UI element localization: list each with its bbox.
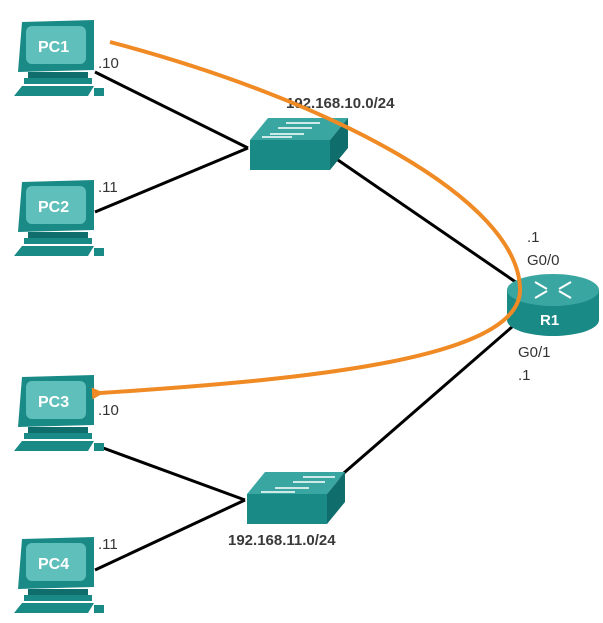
pc-name: PC2 (38, 199, 69, 216)
router-name: R1 (540, 312, 559, 329)
link-switch2-r1 (329, 318, 521, 487)
pc-ip-label: .10 (98, 55, 119, 72)
pc-2[interactable]: PC2 (14, 180, 104, 256)
traffic-path-arrow (91, 40, 523, 400)
network-label-1: 192.168.10.0/24 (286, 95, 395, 112)
r1-g01-ip: .1 (518, 367, 531, 384)
switch-2[interactable] (247, 472, 345, 524)
pc-3[interactable]: PC3 (14, 375, 104, 451)
pc-name: PC4 (38, 556, 69, 573)
pc-name: PC3 (38, 394, 69, 411)
switch-1[interactable] (250, 118, 348, 170)
link-switch1-r1 (334, 156, 521, 287)
pc-name: PC1 (38, 39, 69, 56)
pc-1[interactable]: PC1 (14, 20, 104, 96)
pc-ip-label: .11 (98, 536, 118, 553)
network-label-2: 192.168.11.0/24 (228, 532, 336, 549)
links (94, 70, 521, 572)
pc-ip-label: .10 (98, 402, 119, 419)
link-pc3-switch2 (94, 443, 246, 502)
link-pc4-switch2 (94, 498, 246, 572)
pc-ip-label: .11 (98, 179, 118, 196)
router-arrows-icon (534, 281, 572, 299)
r1-g01-name: G0/1 (518, 344, 551, 361)
link-pc2-switch1 (94, 146, 249, 214)
r1-g00-ip: .1 (527, 229, 540, 246)
router-r1[interactable]: R1 (507, 274, 599, 336)
link-pc1-switch1 (94, 70, 249, 150)
pc-4[interactable]: PC4 (14, 537, 104, 613)
r1-g00-name: G0/0 (527, 252, 560, 269)
